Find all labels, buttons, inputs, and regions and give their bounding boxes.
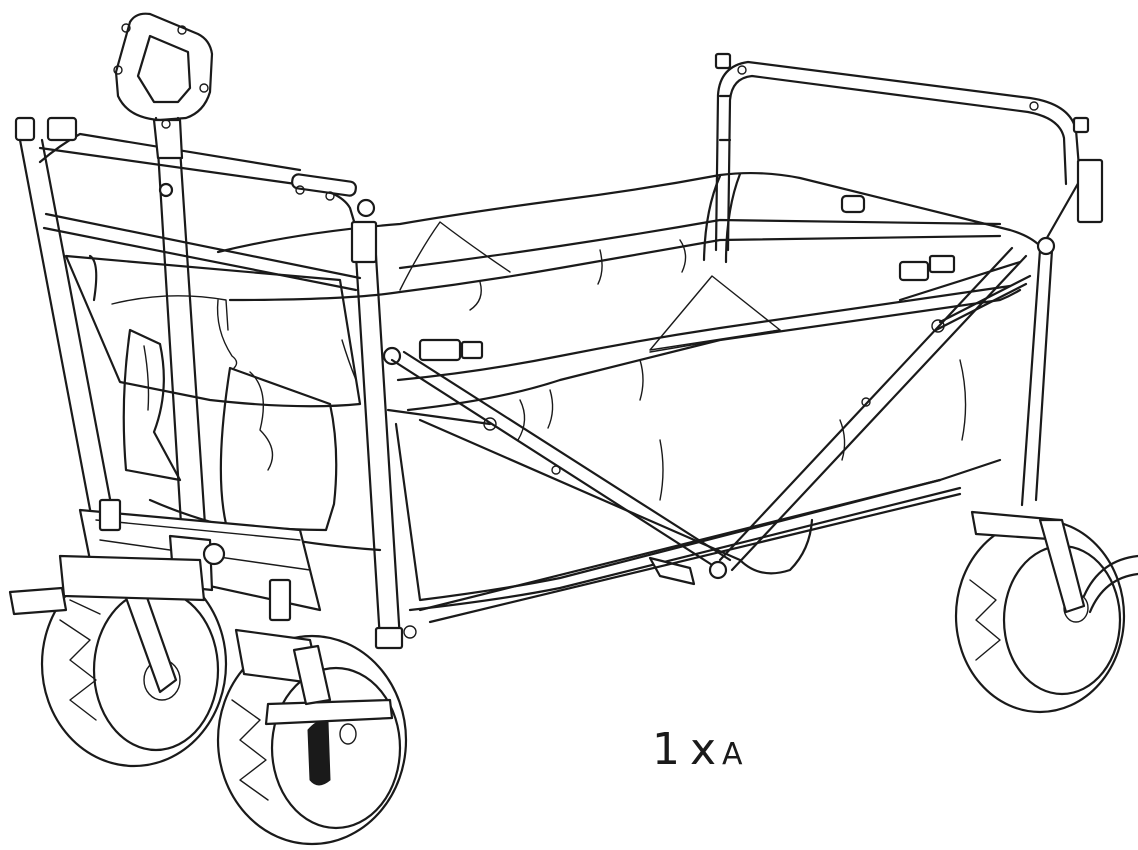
wheel-rear-right <box>954 510 1138 714</box>
strap-buckles <box>418 194 956 362</box>
x-cross-frame <box>386 236 1056 624</box>
wheel-front-right <box>216 628 408 846</box>
pull-handle <box>113 12 214 542</box>
part-letter: A <box>722 737 743 772</box>
fabric-basket <box>64 172 1042 612</box>
wheel-front-left <box>8 554 228 768</box>
front-frame <box>14 116 417 650</box>
wheel-rear-left <box>738 518 814 575</box>
quantity-value: 1 <box>652 724 680 775</box>
quantity-separator: x <box>690 724 717 775</box>
rear-handle-frame <box>714 52 1104 507</box>
